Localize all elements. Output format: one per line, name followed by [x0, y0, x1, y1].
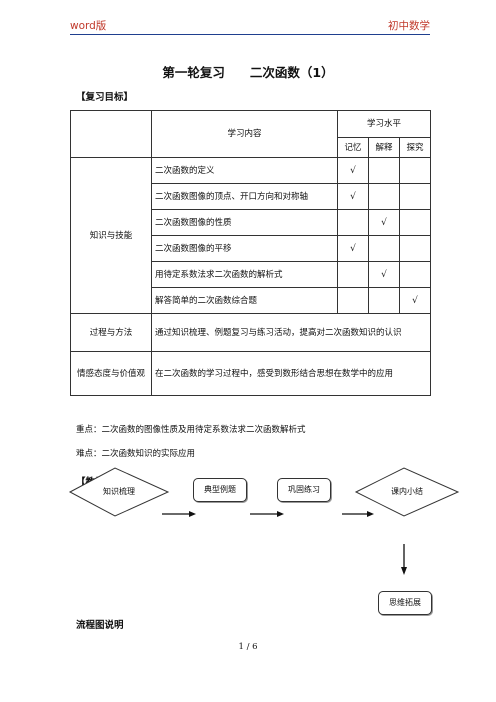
empty-cell [399, 261, 431, 288]
empty-cell [337, 287, 369, 314]
flow-node-summary: 课内小结 [391, 487, 423, 496]
goals-table: 学习内容 学习水平 记忆 解释 探究 知识与技能 二次函数的定义 √ 二次函数图… [70, 110, 431, 396]
row-content: 用待定系数法求二次函数的解析式 [151, 261, 338, 288]
empty-cell [399, 209, 431, 236]
check-mark: √ [368, 209, 400, 236]
process-label: 过程与方法 [70, 313, 152, 352]
check-mark: √ [399, 287, 431, 314]
section-flow-desc: 流程图说明 [76, 620, 124, 631]
check-mark: √ [337, 235, 369, 262]
goals-corner-cell [70, 110, 152, 158]
flow-diamond-2 [354, 467, 460, 517]
col-level-header: 学习水平 [337, 110, 431, 138]
empty-cell [399, 235, 431, 262]
col-content-header: 学习内容 [151, 110, 338, 158]
empty-cell [368, 287, 400, 314]
level-header-1: 记忆 [337, 137, 369, 158]
process-text: 通过知识梳理、例题复习与练习活动，提高对二次函数知识的认识 [151, 313, 431, 352]
empty-cell [337, 209, 369, 236]
header-right: 初中数学 [388, 20, 430, 32]
empty-cell [368, 157, 400, 184]
row-content: 二次函数的定义 [151, 157, 338, 184]
page-title: 第一轮复习 二次函数（1） [162, 65, 334, 80]
flow-arrowhead-2 [277, 511, 284, 517]
page-number: 1 / 6 [238, 642, 258, 652]
attitude-label: 情感态度与价值观 [70, 351, 152, 396]
header-left: word版 [70, 20, 107, 32]
page-header: word版 初中数学 [70, 18, 430, 35]
row-content: 二次函数图像的平移 [151, 235, 338, 262]
difficult-point: 难点：二次函数知识的实际应用 [76, 449, 196, 459]
row-content: 二次函数图像的顶点、开口方向和对称轴 [151, 183, 338, 210]
empty-cell [368, 235, 400, 262]
attitude-text: 在二次函数的学习过程中，感受到数形结合思想在数学中的应用 [151, 351, 431, 396]
section-goals: 【复习目标】 [76, 92, 134, 103]
empty-cell [399, 157, 431, 184]
check-mark: √ [337, 157, 369, 184]
flow-node-knowledge: 知识梳理 [103, 487, 135, 496]
key-point: 重点：二次函数的图像性质及用待定系数法求二次函数解析式 [76, 425, 306, 435]
level-header-3: 探究 [399, 137, 431, 158]
row-content: 解答简单的二次函数综合题 [151, 287, 338, 314]
flow-diamond-1 [68, 467, 170, 517]
flow-node-practice: 巩固练习 [277, 478, 331, 502]
empty-cell [368, 183, 400, 210]
empty-cell [337, 261, 369, 288]
level-header-2: 解释 [368, 137, 400, 158]
flow-node-examples: 典型例题 [193, 478, 247, 502]
flowchart [68, 467, 460, 575]
check-mark: √ [337, 183, 369, 210]
flow-arrowhead-4 [401, 567, 407, 575]
flow-node-extension: 思维拓展 [378, 591, 432, 615]
flow-arrowhead-1 [189, 511, 196, 517]
flow-arrowhead-3 [367, 511, 374, 517]
empty-cell [399, 183, 431, 210]
check-mark: √ [368, 261, 400, 288]
row-content: 二次函数图像的性质 [151, 209, 338, 236]
group-knowledge-label: 知识与技能 [70, 157, 152, 314]
